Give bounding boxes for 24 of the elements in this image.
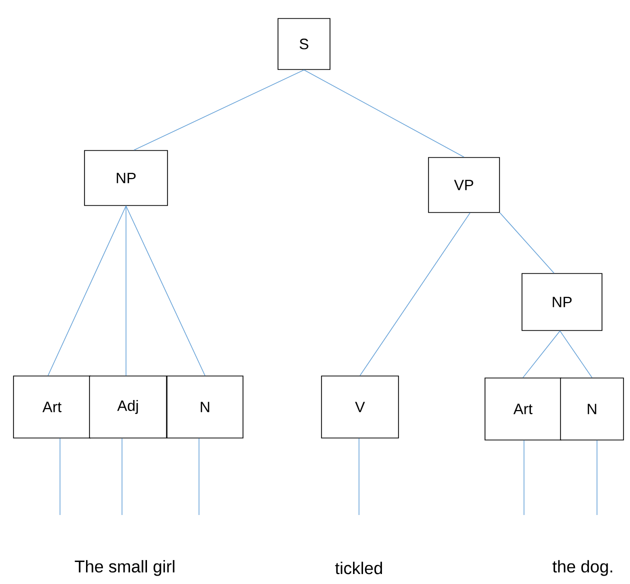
- tree-node-box: VP: [428, 157, 500, 213]
- tree-node-box: S: [278, 18, 330, 70]
- tree-node-box: Art: [13, 376, 91, 438]
- tree-branch: [596, 440, 598, 516]
- tree-node-box: Adj: [89, 376, 167, 438]
- tree-node-box: N: [166, 376, 244, 438]
- sentence-word: The small girl: [74, 560, 174, 576]
- sentence-word: the dog.: [552, 560, 612, 576]
- tree-node-box: N: [560, 378, 624, 440]
- tree-branch: [500, 212, 554, 274]
- tree-branch: [126, 206, 206, 376]
- tree-branch: [560, 330, 592, 378]
- tree-branch: [522, 330, 560, 378]
- tree-branch: [48, 206, 126, 376]
- tree-node-box: Art: [484, 378, 562, 440]
- tree-node-box: NP: [522, 273, 602, 331]
- tree-branch: [198, 438, 200, 516]
- tree-node-box: NP: [84, 150, 168, 206]
- sentence-word: tickled: [335, 562, 382, 574]
- tree-branch: [358, 438, 360, 516]
- tree-node-box: V: [321, 376, 399, 438]
- tree-branch: [134, 70, 304, 150]
- tree-branch: [304, 70, 464, 158]
- tree-branch: [360, 212, 470, 376]
